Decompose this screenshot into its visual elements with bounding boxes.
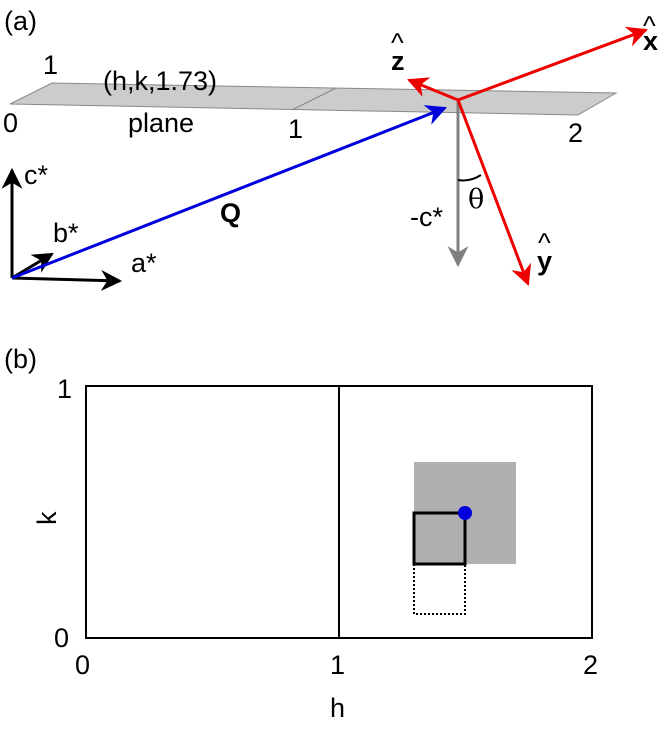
x-hat-label: x [643, 26, 658, 56]
x-tick-1: 1 [330, 650, 345, 680]
x-axis-label: h [330, 693, 345, 723]
plane-tick-2: 2 [568, 118, 583, 148]
x-tick-0: 0 [75, 650, 90, 680]
panel-a-label: (a) [4, 6, 37, 36]
y-hat-label: y [537, 246, 552, 276]
y-tick-1: 1 [57, 374, 72, 404]
plane-tick-1-back: 1 [43, 50, 58, 80]
b-star-label: b* [53, 218, 79, 248]
theta-arc [457, 174, 482, 182]
minus-c-star-label: -c* [410, 202, 443, 232]
z-hat-label: z [391, 46, 405, 76]
y-hat-vector [456, 99, 532, 286]
q-vector [11, 105, 447, 280]
q-vector-label: Q [220, 198, 241, 228]
y-tick-0: 0 [54, 623, 69, 653]
plane-label: (h,k,1.73) [103, 66, 217, 96]
panel-a: (a) 1 0 1 2 (h,k,1.73) plane c* b* a* Q … [1, 6, 658, 291]
a-star-axis [11, 269, 123, 291]
panel-b: (b) 0 1 2 0 1 h k [4, 344, 598, 723]
x-hat-vector [457, 26, 648, 102]
plane-tick-1-front: 1 [288, 114, 303, 144]
c-star-label: c* [24, 160, 49, 190]
plane-label-line2: plane [128, 108, 194, 138]
z-hat-vector [407, 77, 459, 102]
plane-tick-0: 0 [3, 108, 18, 138]
shifted-box-dotted [413, 563, 466, 615]
x-tick-2: 2 [583, 650, 598, 680]
q-point-dot [458, 506, 472, 520]
a-star-label: a* [131, 248, 157, 278]
panel-b-label: (b) [4, 344, 37, 374]
y-axis-label: k [32, 511, 62, 525]
theta-label: θ [468, 184, 484, 215]
plane-cell-divider [291, 87, 337, 111]
y-hat-caret: ^ [538, 228, 551, 258]
z-hat-caret: ^ [391, 28, 404, 58]
x-hat-caret: ^ [643, 11, 656, 41]
